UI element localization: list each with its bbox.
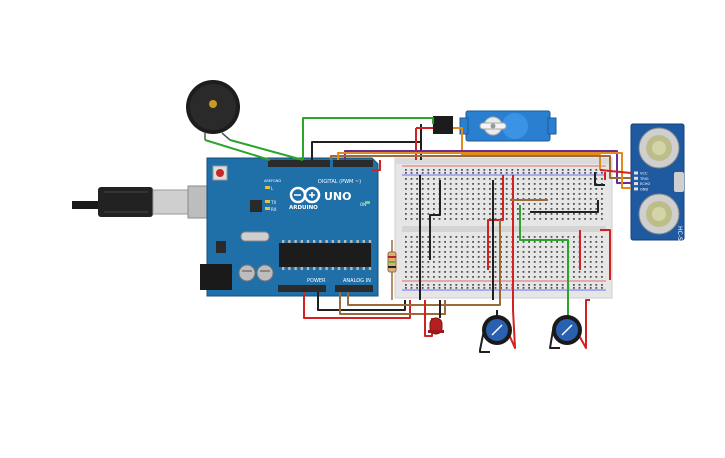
l-label: L [271, 186, 274, 191]
potentiometer-2[interactable] [552, 315, 582, 345]
board-brand: ARDUINO [289, 205, 318, 211]
digital-label: DIGITAL (PWM ~) [318, 179, 361, 185]
aref-label: AREF [264, 179, 273, 183]
on-label: ON [360, 202, 366, 207]
piezo-buzzer[interactable] [186, 80, 240, 141]
red-led[interactable] [428, 317, 444, 335]
power-label: POWER [307, 278, 326, 284]
analog-label: ANALOG IN [343, 278, 371, 284]
sensor-pin-label: GND [640, 187, 648, 191]
reset-button[interactable] [216, 169, 224, 177]
sensor-model-label: HC-SR04 [676, 226, 683, 253]
servo-motor[interactable] [433, 110, 557, 142]
board-model: UNO [324, 190, 352, 203]
usb-cable [62, 185, 225, 219]
arduino-uno-board[interactable]: ARDUINO UNO DIGITAL (PWM ~) POWER ANALOG… [200, 157, 379, 297]
gnd-label: GND [273, 179, 281, 183]
tx-label: TX [270, 200, 276, 205]
arduino-logo [289, 186, 321, 204]
sensor-pin-label: VCC [640, 172, 648, 176]
resistor[interactable] [387, 251, 397, 273]
sensor-pin-label: TRIG [639, 177, 649, 181]
sensor-pin-label: ECHO [640, 182, 650, 186]
rx-label: RX [271, 207, 277, 212]
potentiometer-1[interactable] [482, 315, 512, 345]
